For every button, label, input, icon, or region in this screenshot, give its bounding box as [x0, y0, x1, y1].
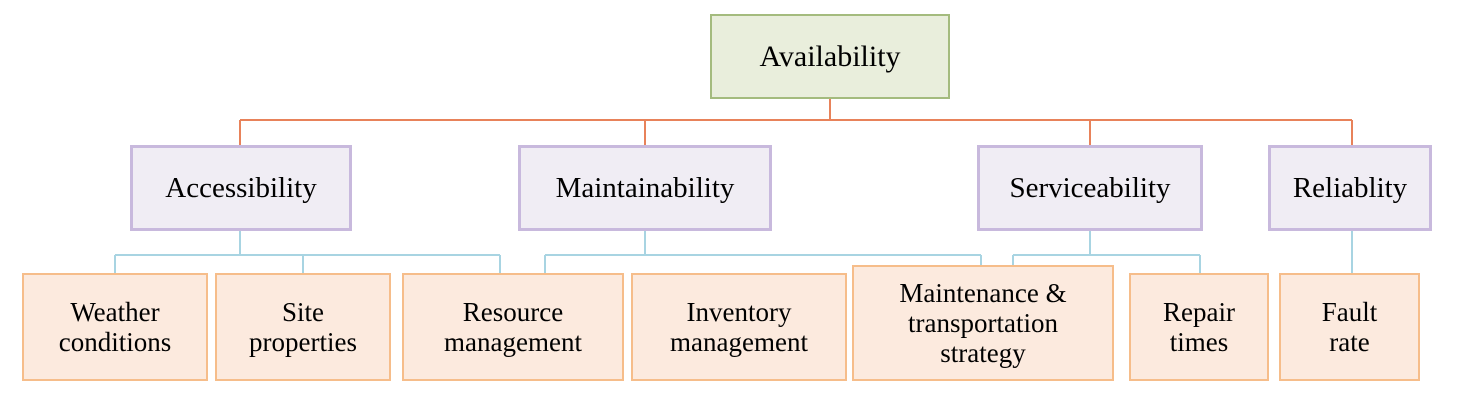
node-resource-management[interactable]: Resource management [402, 273, 624, 381]
node-inventory-management[interactable]: Inventory management [631, 273, 847, 381]
node-accessibility[interactable]: Accessibility [130, 145, 352, 231]
node-maintenance-transportation-strategy[interactable]: Maintenance & transportation strategy [852, 265, 1114, 381]
node-reliablity[interactable]: Reliablity [1268, 145, 1432, 231]
node-fault-rate[interactable]: Fault rate [1279, 273, 1420, 381]
node-serviceability[interactable]: Serviceability [977, 145, 1203, 231]
level2-to-level3-connectors [114, 231, 1353, 273]
root-to-level2-connectors [239, 99, 1353, 145]
node-repair-times[interactable]: Repair times [1129, 273, 1269, 381]
node-weather-conditions[interactable]: Weather conditions [22, 273, 208, 381]
node-site-properties[interactable]: Site properties [215, 273, 391, 381]
node-maintainability[interactable]: Maintainability [518, 145, 772, 231]
node-availability[interactable]: Availability [710, 14, 950, 99]
